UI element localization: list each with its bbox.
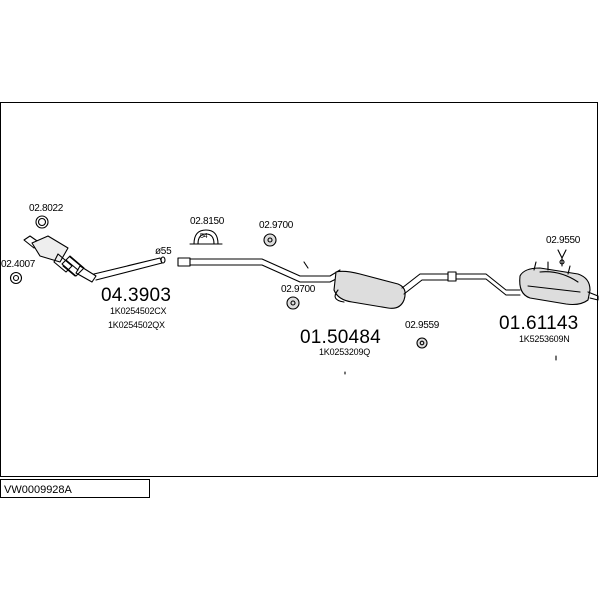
middle-oem-code: 1K0253209Q [319,347,371,357]
ring-02-8022 [35,215,49,229]
hanger-02-9550 [557,249,567,267]
front-assembly-number: 04.3903 [101,285,172,306]
diagram-frame [0,102,598,477]
catalog-id: VW0009928A [4,484,72,496]
gasket-02-4007 [9,271,23,285]
front-pipe-catalytic-converter [23,235,166,283]
front-oem-code-1: 1K0254502CX [110,306,167,316]
clamp-size-label: 54 [200,233,208,240]
rubber-mount-02-9700-top [263,233,277,247]
rear-assembly-number: 01.61143 [499,313,579,334]
clamp-02-8150 [189,229,223,245]
rear-oem-code: 1K5253609N [519,334,570,344]
part-label-02-8022: 02.8022 [29,203,64,214]
catalog-id-box: VW0009928A [0,479,150,498]
rear-silencer [519,261,599,306]
middle-assembly-number: 01.50484 [300,327,381,348]
center-pipe-middle-silencer [177,257,521,309]
part-label-02-4007: 02.4007 [1,259,36,270]
rubber-mount-02-9559 [416,337,428,349]
rubber-mount-02-9700-mid [286,296,300,310]
pipe-diameter-label: ø55 [155,246,172,257]
front-oem-code-2: 1K0254502QX [108,320,165,330]
part-label-02-8150: 02.8150 [190,216,225,227]
part-label-02-9559: 02.9559 [405,320,440,331]
part-label-02-9550: 02.9550 [546,235,581,246]
part-label-02-9700-top: 02.9700 [259,220,294,231]
part-label-02-9700-mid: 02.9700 [281,284,316,295]
